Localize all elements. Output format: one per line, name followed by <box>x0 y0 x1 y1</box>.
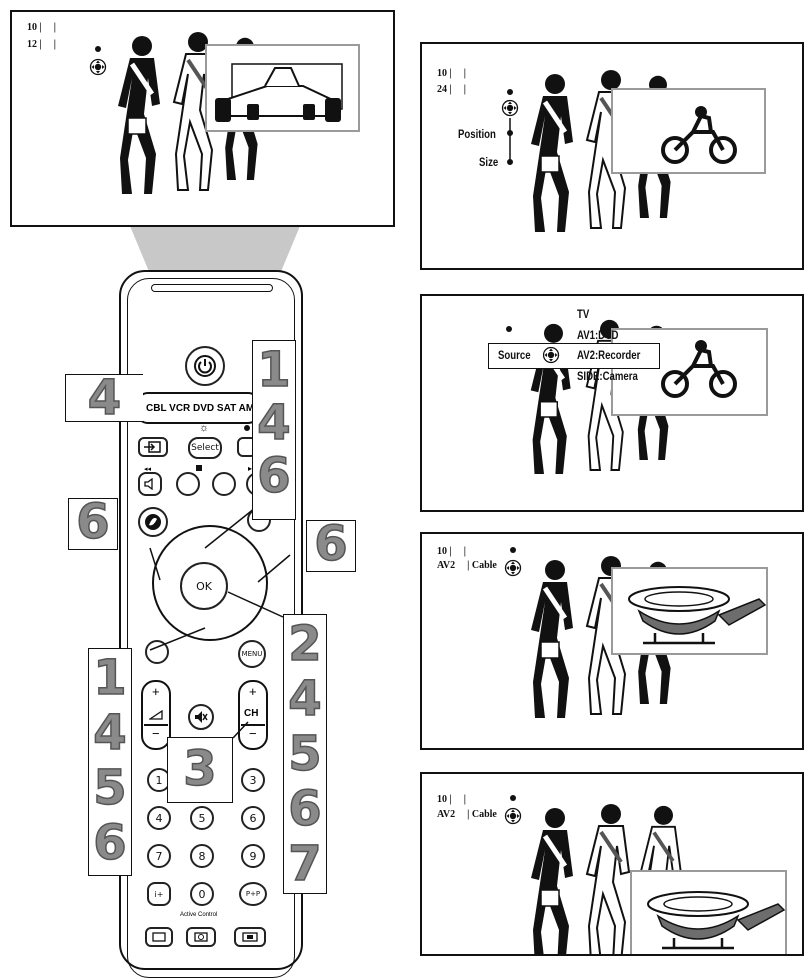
step-digit: 1 <box>93 655 126 702</box>
step-digit: 6 <box>314 521 347 568</box>
step-digit: 4 <box>93 710 126 757</box>
step-digit: 3 <box>183 746 216 793</box>
step-digit: 6 <box>93 820 126 867</box>
step-box-left-bottom: 1 4 5 6 <box>88 648 132 876</box>
step-digit: 6 <box>76 499 109 546</box>
step-digit: 4 <box>288 676 321 723</box>
step-box-left-top: 4 <box>65 374 143 422</box>
step-digit: 1 <box>257 347 290 394</box>
step-box-center-bottom: 3 <box>167 737 233 803</box>
step-box-right-bottom: 2 4 5 6 7 <box>283 614 327 894</box>
step-box-right-mid: 6 <box>306 520 356 572</box>
step-digit: 6 <box>257 453 290 500</box>
step-digit: 7 <box>288 841 321 888</box>
step-digit: 2 <box>288 621 321 668</box>
step-digit: 4 <box>88 375 121 422</box>
step-digit: 6 <box>288 786 321 833</box>
step-digit: 5 <box>288 731 321 778</box>
step-digit: 5 <box>93 765 126 812</box>
step-digit: 4 <box>257 400 290 447</box>
step-box-center-top: 1 4 6 <box>252 340 296 520</box>
step-box-left-mid: 6 <box>68 498 118 550</box>
